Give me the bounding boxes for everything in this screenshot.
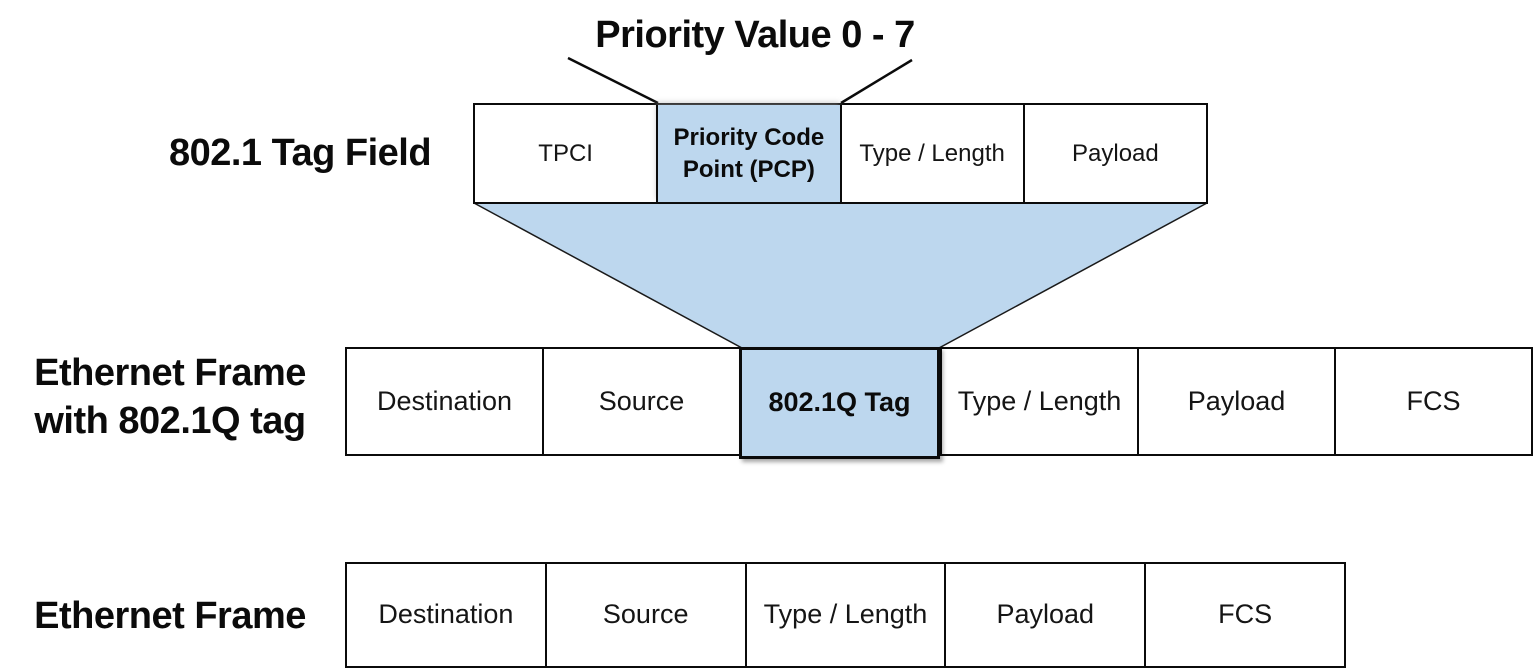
tagged-frame-row: Destination Source 802.1Q Tag Type / Len… [345,346,1533,459]
cell-payload-plain: Payload [944,564,1145,666]
tag-field-row-label: 802.1 Tag Field [168,132,432,174]
priority-value-callout: Priority Value 0 - 7 [595,14,915,56]
cell-destination-tagged: Destination [347,349,542,454]
tagged-frame-row-label: Ethernet Frame with 802.1Q tag [8,349,332,445]
tagged-frame-label-line1: Ethernet Frame [34,352,306,394]
tagged-frame-label-line2: with 802.1Q tag [34,400,306,442]
cell-fcs-tagged: FCS [1334,349,1531,454]
cell-destination-plain: Destination [347,564,545,666]
cell-8021q-tag: 802.1Q Tag [739,346,940,459]
zoom-funnel-shape [473,202,1208,349]
pointer-line-right [840,58,913,105]
plain-frame-row-label: Ethernet Frame [34,595,306,637]
cell-pcp: Priority Code Point (PCP) [656,105,840,202]
cell-source-tagged: Source [542,349,739,454]
cell-payload-tagfield: Payload [1022,105,1206,202]
cell-tpci: TPCI [475,105,657,202]
cell-type-length-tagged: Type / Length [940,349,1137,454]
tag-field-row: TPCI Priority Code Point (PCP) Type / Le… [473,103,1208,204]
cell-type-length-tagfield: Type / Length [839,105,1023,202]
cell-type-length-plain: Type / Length [744,564,945,666]
cell-payload-tagged: Payload [1137,349,1334,454]
pointer-line-left [567,56,659,105]
cell-fcs-plain: FCS [1144,564,1344,666]
plain-frame-row: Destination Source Type / Length Payload… [345,562,1346,668]
cell-source-plain: Source [544,564,745,666]
